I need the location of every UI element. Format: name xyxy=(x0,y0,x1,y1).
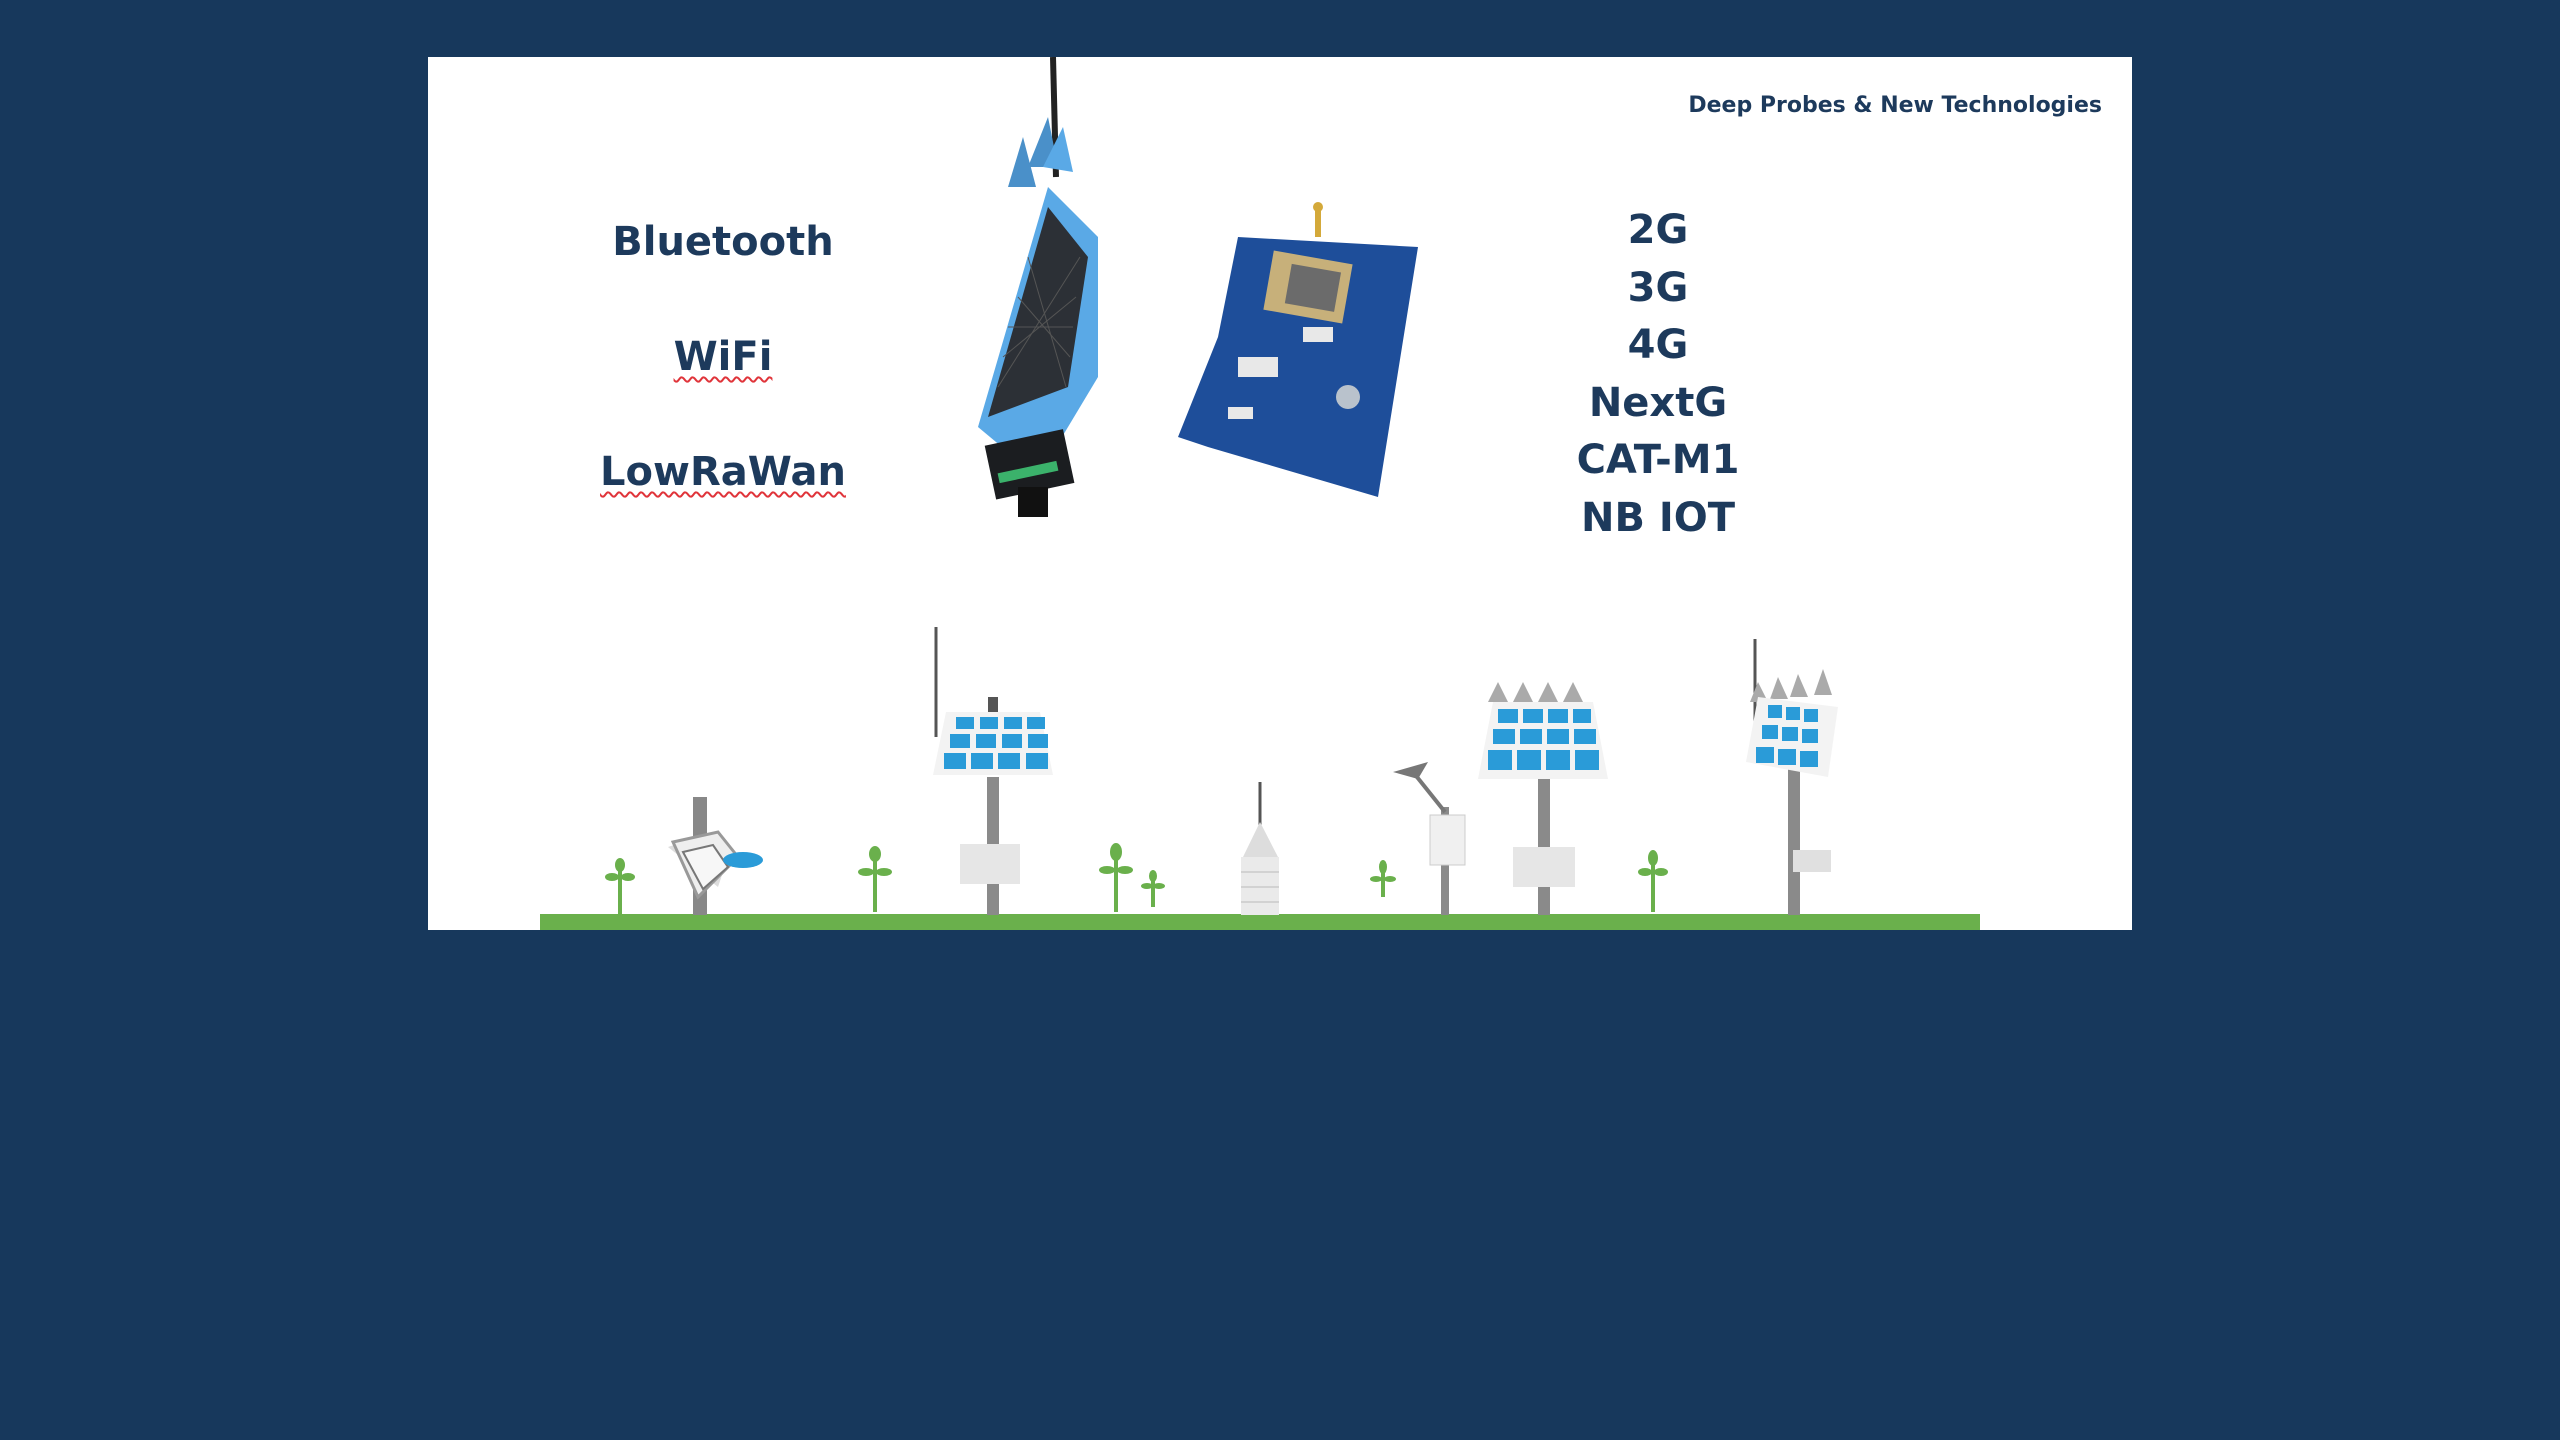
ground-strip xyxy=(540,914,1980,930)
sensor-tower xyxy=(1241,782,1279,915)
solar-pole-3 xyxy=(1746,639,1838,915)
protocol-4g: 4G xyxy=(1627,322,1689,368)
plants xyxy=(605,843,1668,915)
protocol-2g: 2G xyxy=(1627,207,1689,253)
protocol-3g: 3G xyxy=(1627,264,1689,311)
protocol-wifi: WiFi xyxy=(673,334,773,380)
protocol-nb-iot: NB IOT xyxy=(1580,494,1736,541)
right-protocol-list: 2G 3G 4G NextG CAT-M1 NB IOT xyxy=(1498,202,1818,547)
solar-pole-1 xyxy=(933,627,1053,915)
weather-station xyxy=(1393,762,1466,915)
circuit-board-image xyxy=(1178,202,1418,497)
protocol-nextg: NextG xyxy=(1588,379,1728,426)
protocol-lorawan: LowRaWan xyxy=(600,449,846,495)
solar-pole-2 xyxy=(1478,682,1608,915)
protocol-cat-m1: CAT-M1 xyxy=(1576,437,1740,483)
slide-header: Deep Probes & New Technologies xyxy=(1688,93,2102,118)
sensor-station-1 xyxy=(668,797,763,915)
slide: Deep Probes & New Technologies Bluetooth… xyxy=(428,57,2132,930)
iot-field-illustration xyxy=(540,627,1980,930)
left-protocol-list: Bluetooth WiFi LowRaWan xyxy=(553,217,893,562)
protocol-bluetooth: Bluetooth xyxy=(612,219,834,265)
solar-sensor-device-image xyxy=(978,57,1098,517)
